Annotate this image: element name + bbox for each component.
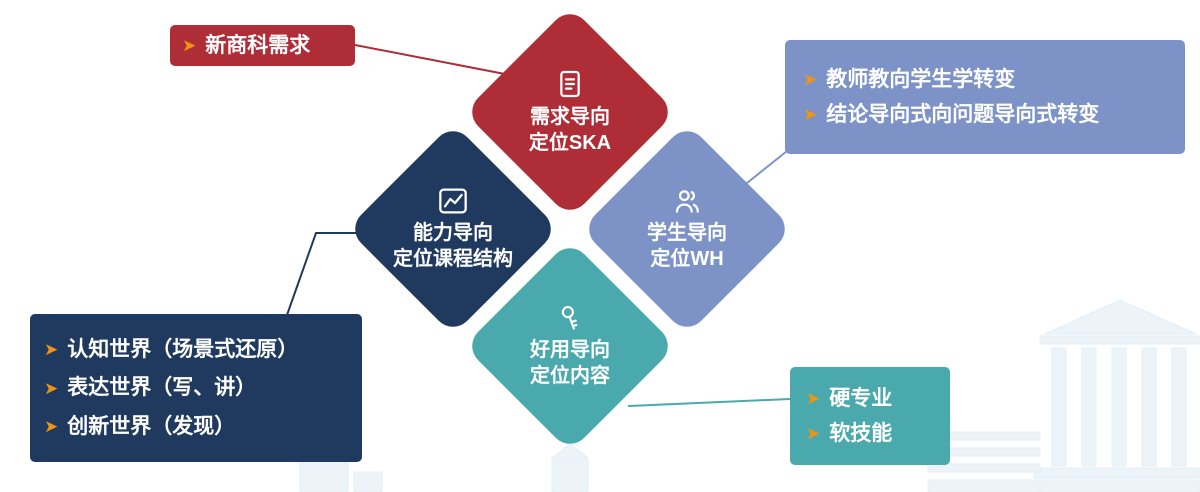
node-ability-diamond: 能力导向 定位课程结构 (346, 122, 560, 336)
callout-text: 表达世界（写、讲） (67, 376, 257, 400)
people-icon (671, 186, 703, 216)
document-icon (554, 68, 586, 100)
line-chart-icon (437, 186, 469, 216)
key-icon (555, 303, 585, 333)
callout-usable: ➤ 硬专业 ➤ 软技能 (790, 367, 950, 465)
callout-demand: ➤ 新商科需求 (170, 25, 355, 66)
callout-text: 软技能 (829, 422, 893, 445)
bullet-arrow-icon: ➤ (806, 424, 821, 444)
callout-text: 认知世界（场景式还原） (67, 338, 299, 362)
callout-ability: ➤ 认知世界（场景式还原） ➤ 表达世界（写、讲） ➤ 创新世界（发现） (30, 314, 362, 462)
bullet-arrow-icon: ➤ (803, 105, 818, 125)
node-ability-subtitle: 定位课程结构 (393, 248, 513, 270)
connector-ability (286, 232, 362, 316)
callout-student-item: ➤ 教师教向学生学转变 (803, 67, 1167, 92)
callout-student-item: ➤ 结论导向式向问题导向式转变 (803, 102, 1167, 127)
bullet-arrow-icon: ➤ (44, 340, 59, 360)
bullet-arrow-icon: ➤ (44, 378, 59, 398)
callout-ability-item: ➤ 表达世界（写、讲） (44, 375, 348, 400)
connector-demand (354, 44, 511, 76)
callout-text: 硬专业 (829, 386, 893, 410)
node-ability-title: 能力导向 (413, 222, 493, 244)
node-demand-diamond: 需求导向 定位SKA (463, 5, 677, 219)
callout-ability-item: ➤ 创新世界（发现） (44, 414, 348, 439)
node-demand-subtitle: 定位SKA (528, 132, 612, 154)
node-usable-title: 好用导向 (530, 339, 610, 361)
callout-demand-item: ➤ 新商科需求 (182, 33, 343, 58)
callout-usable-item: ➤ 硬专业 (806, 386, 934, 411)
callout-ability-item: ➤ 认知世界（场景式还原） (44, 337, 348, 362)
bullet-arrow-icon: ➤ (44, 416, 59, 436)
callout-text: 结论导向式向问题导向式转变 (826, 103, 1100, 126)
connector-usable (627, 398, 791, 407)
callout-text: 新商科需求 (205, 33, 311, 57)
callout-text: 创新世界（发现） (67, 414, 236, 438)
node-student-subtitle: 定位WH (650, 248, 724, 270)
bullet-arrow-icon: ➤ (182, 36, 197, 55)
bullet-arrow-icon: ➤ (806, 388, 821, 408)
callout-usable-item: ➤ 软技能 (806, 421, 934, 446)
callout-text: 教师教向学生学转变 (826, 67, 1016, 91)
node-student-title: 学生导向 (647, 222, 727, 244)
node-usable-diamond: 好用导向 定位内容 (463, 239, 677, 453)
callout-student: ➤ 教师教向学生学转变 ➤ 结论导向式向问题导向式转变 (785, 40, 1185, 154)
node-student-diamond: 学生导向 定位WH (580, 122, 794, 336)
bullet-arrow-icon: ➤ (803, 69, 818, 89)
node-demand-title: 需求导向 (530, 106, 610, 128)
node-usable-subtitle: 定位内容 (530, 365, 610, 387)
